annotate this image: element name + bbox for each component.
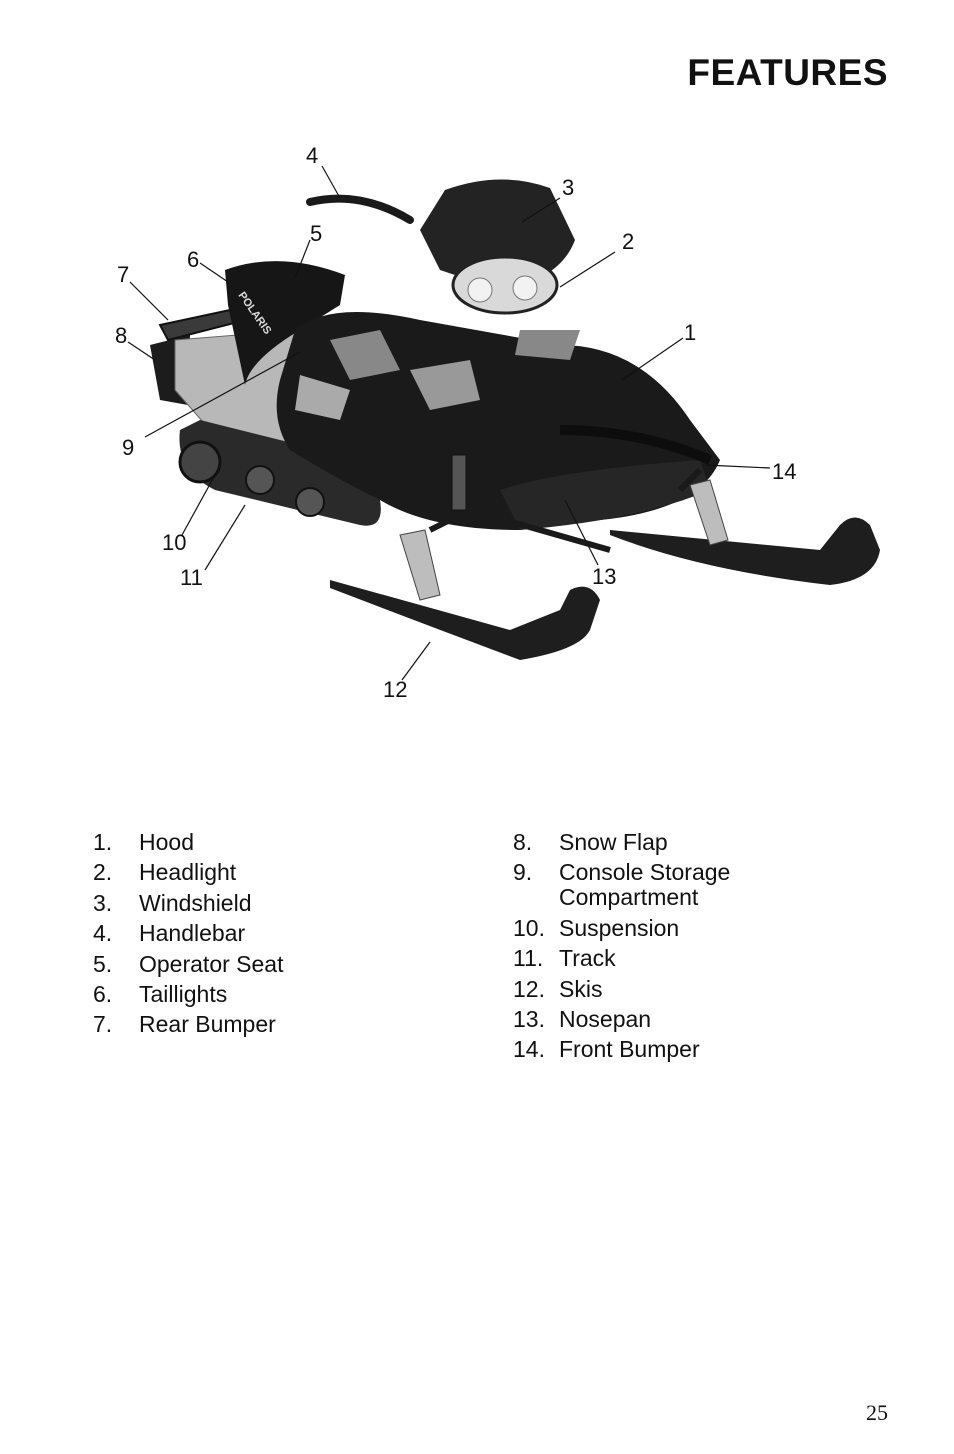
callout-13: 13 [592, 564, 616, 589]
legend-item: 11.Track [513, 945, 616, 972]
legend-item: 4.Handlebar [93, 920, 246, 947]
callout-11: 11 [180, 565, 203, 590]
legend-item: 1.Hood [93, 829, 194, 855]
front-bumper [559, 425, 712, 465]
snowmobile-figure: POLARIS [0, 130, 954, 720]
suspension-wheel [178, 440, 222, 484]
track [179, 420, 381, 526]
left-ski [330, 580, 600, 660]
handlebar [306, 194, 414, 224]
legend-item: 2.Headlight [93, 859, 237, 886]
callout-5: 5 [310, 221, 322, 246]
callout-9: 9 [122, 435, 134, 460]
page-number: 25 [866, 1400, 888, 1425]
legend-item: 14.Front Bumper [513, 1036, 700, 1063]
legend-item: 8.Snow Flap [513, 829, 668, 855]
page-title: FEATURES [687, 52, 888, 93]
legend-item: 12.Skis [513, 975, 603, 1002]
callout-3: 3 [562, 175, 574, 200]
callout-10: 10 [162, 530, 186, 555]
legend-item: 7.Rear Bumper [93, 1011, 276, 1038]
callout-14: 14 [772, 459, 796, 484]
operator-seat [225, 261, 345, 385]
callout-12: 12 [383, 677, 407, 702]
snowmobile-illustration: POLARIS [115, 143, 880, 702]
callout-2: 2 [622, 229, 634, 254]
legend-item: 3.Windshield [93, 889, 252, 916]
callout-4: 4 [306, 143, 318, 168]
callout-8: 8 [115, 323, 127, 348]
legend-item: 9.Console Storage Compartment [513, 859, 731, 911]
callout-1: 1 [684, 320, 696, 345]
legend-item: 6.Taillights [93, 980, 228, 1007]
callout-6: 6 [187, 247, 199, 272]
features-legend-right: 8.Snow Flap 9.Console Storage Compartmen… [513, 830, 853, 1068]
legend-item: 13.Nosepan [513, 1005, 652, 1032]
legend-item: 10.Suspension [513, 914, 680, 941]
legend-item: 5.Operator Seat [93, 950, 284, 977]
nosepan [500, 460, 710, 530]
right-ski [610, 517, 880, 585]
features-legend-left: 1.Hood 2.Headlight 3.Windshield 4.Handle… [93, 830, 433, 1043]
callout-7: 7 [117, 262, 129, 287]
